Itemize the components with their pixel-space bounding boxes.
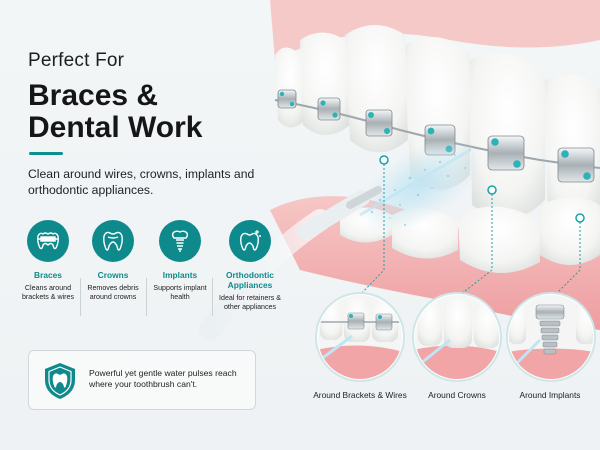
info-callout-text: Powerful yet gentle water pulses reach w… <box>89 368 237 389</box>
feature-title: Braces <box>34 270 62 280</box>
sparkle-tooth-icon <box>229 220 271 262</box>
feature-crowns: Crowns Removes debris around crowns <box>80 220 146 302</box>
feature-description: Cleans around brackets & wires <box>21 284 75 301</box>
braces-icon <box>27 220 69 262</box>
inset-label-crowns: Around Crowns <box>428 390 486 400</box>
inset-label-implants: Around Implants <box>519 390 581 400</box>
feature-description: Supports implant health <box>153 284 207 301</box>
feature-title: Crowns <box>97 270 129 280</box>
inset-brackets-image <box>315 292 405 382</box>
headline-line-2: Dental Work <box>28 111 203 144</box>
feature-orthodontic: Orthodontic Appliances Ideal for retaine… <box>214 220 286 312</box>
divider <box>80 278 81 316</box>
inset-label-brackets: Around Brackets & Wires <box>313 390 407 400</box>
feature-title: Implants <box>162 270 198 280</box>
implant-icon <box>159 220 201 262</box>
inset-crowns-image <box>412 292 502 382</box>
feature-description: Ideal for retainers & other appliances <box>219 294 281 311</box>
shield-tooth-icon <box>39 360 81 407</box>
info-callout: Powerful yet gentle water pulses reach w… <box>28 350 256 410</box>
subheading: Clean around wires, crowns, implants and… <box>28 167 255 197</box>
accent-rule <box>29 152 63 155</box>
feature-description: Removes debris around crowns <box>87 284 139 301</box>
crown-tooth-icon <box>92 220 134 262</box>
feature-implants: Implants Supports implant health <box>147 220 213 302</box>
headline-intro: Perfect For <box>28 50 125 71</box>
divider <box>146 278 147 316</box>
headline-title: Braces & Dental Work <box>28 80 288 144</box>
feature-braces: Braces Cleans around brackets & wires <box>15 220 81 302</box>
inset-implants-image <box>506 292 596 382</box>
headline-line-1: Braces & <box>28 79 159 112</box>
feature-title: Orthodontic Appliances <box>226 270 274 290</box>
divider <box>212 278 213 316</box>
